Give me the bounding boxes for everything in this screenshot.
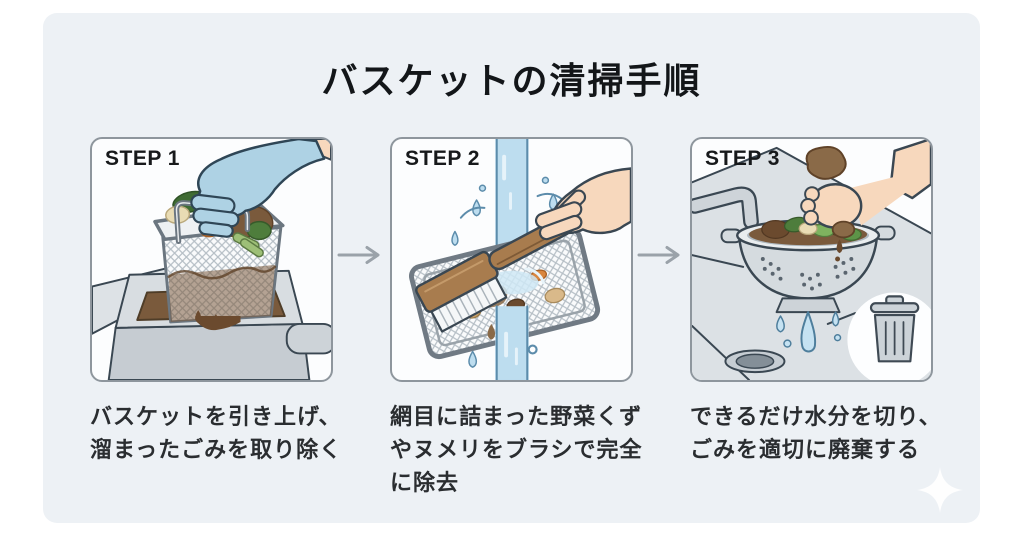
- step2-label: STEP 2: [405, 147, 480, 170]
- right-arrow-icon-2: [637, 246, 680, 264]
- step3-caption: できるだけ水分を切り、 ごみを適切に廃棄する: [690, 404, 942, 462]
- step3-illustration: [692, 139, 931, 380]
- step1-illustration: [92, 139, 331, 380]
- page-title: バスケットの清掃手順: [321, 60, 702, 101]
- infographic-card: バスケットの清掃手順: [43, 13, 980, 523]
- step1-label: STEP 1: [105, 147, 180, 170]
- step2-caption: 網目に詰まった野菜くず やヌメリをブラシで完全 に除去: [390, 404, 643, 495]
- step-panel-1: STEP 1: [90, 137, 333, 382]
- step-panel-2: STEP 2: [390, 137, 633, 382]
- right-arrow-icon-1: [337, 246, 380, 264]
- step2-illustration: [409, 139, 631, 380]
- step1-caption: バスケットを引き上げ、 溜まったごみを取り除く: [90, 404, 343, 462]
- sparkle-icon: [917, 467, 963, 513]
- step-panel-3: STEP 3: [690, 137, 933, 382]
- step3-label: STEP 3: [705, 147, 780, 170]
